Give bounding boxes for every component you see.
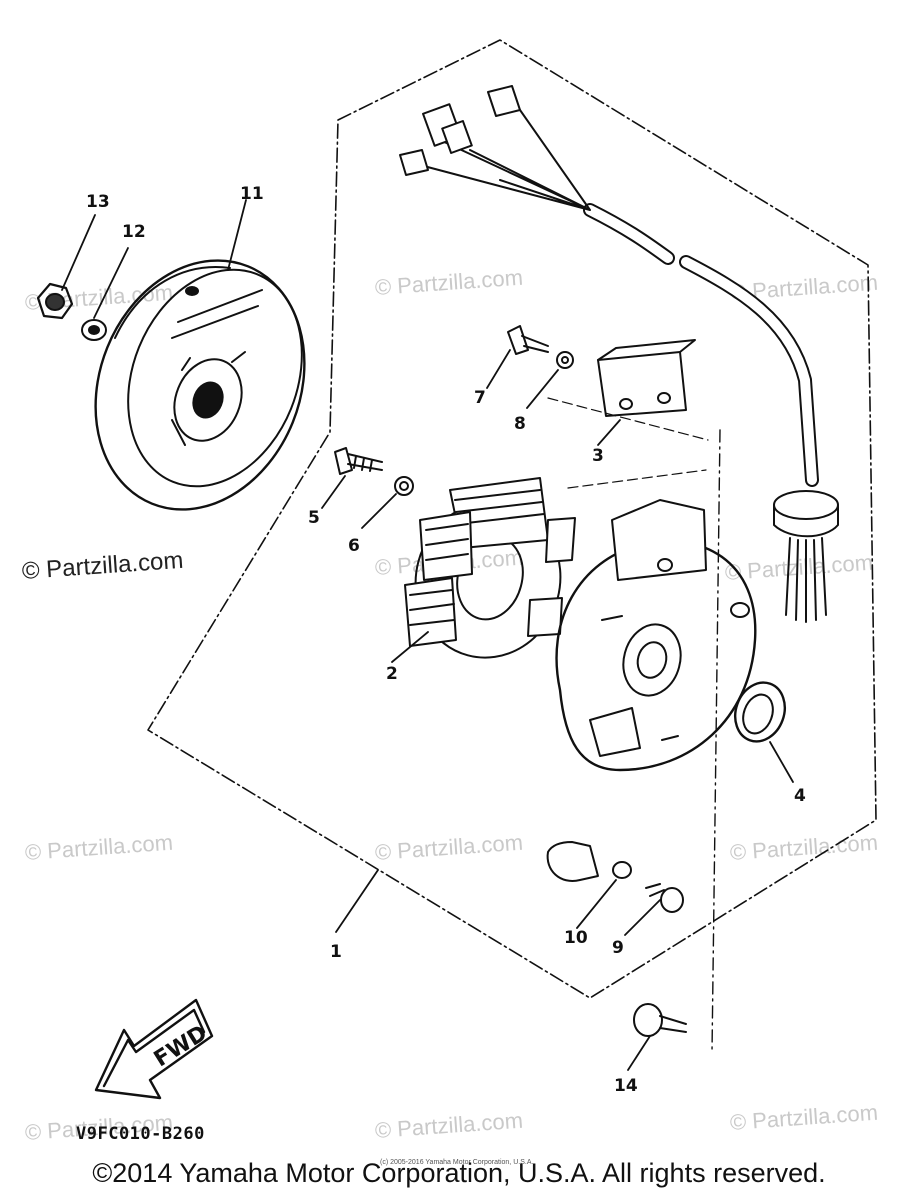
diagram-code: V9FC010-B260: [76, 1124, 205, 1144]
callout-3: 3: [592, 446, 604, 466]
stator-coil: [404, 477, 576, 659]
assembly-outline: [147, 39, 877, 999]
callout-2: 2: [386, 664, 398, 684]
fwd-arrow-icon: [94, 998, 214, 1100]
callout-10: 10: [564, 928, 588, 948]
tiny-copyright: (c) 2005-2016 Yamaha Motor Corporation, …: [380, 1159, 534, 1166]
callout-12: 12: [122, 222, 146, 242]
screw-5: [334, 447, 383, 475]
copyright-footer: ©2014 Yamaha Motor Corporation, U.S.A. A…: [92, 1158, 826, 1188]
oil-seal: [734, 681, 786, 743]
flywheel-rotor: [94, 259, 306, 511]
center-line: [711, 429, 721, 1053]
nut: [36, 282, 74, 320]
callout-9: 9: [612, 938, 624, 958]
wire-harness: [399, 85, 839, 623]
washer-8: [556, 351, 574, 369]
pickup-coil: [597, 339, 696, 417]
leader-lines: [61, 199, 794, 1071]
clamp-10: [546, 841, 632, 882]
callout-8: 8: [514, 414, 526, 434]
callout-13: 13: [86, 192, 110, 212]
callout-14: 14: [614, 1076, 638, 1096]
callout-4: 4: [794, 786, 806, 806]
callout-5: 5: [308, 508, 320, 528]
washer: [81, 319, 107, 341]
stator-base-plate: [555, 499, 757, 772]
callout-6: 6: [348, 536, 360, 556]
screw-9: [645, 883, 684, 913]
washer-6: [394, 476, 414, 496]
screw-7: [507, 325, 549, 355]
screw-14: [633, 1003, 687, 1037]
callout-7: 7: [474, 388, 486, 408]
callout-1: 1: [330, 942, 342, 962]
callout-11: 11: [240, 184, 264, 204]
